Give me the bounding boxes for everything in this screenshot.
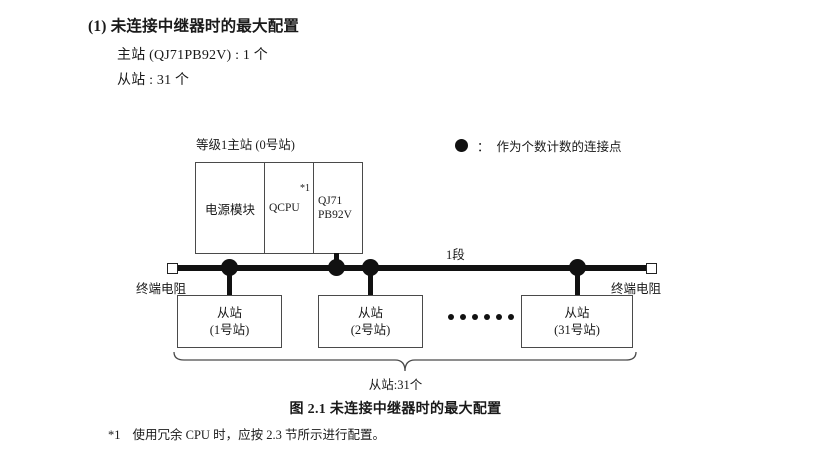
connection-dot-slave2 — [362, 259, 379, 276]
ellipsis-dot — [484, 314, 490, 320]
qcpu-footnote-marker: *1 — [300, 183, 310, 194]
drop-line-slave2 — [368, 268, 373, 295]
slave-group-brace-icon — [173, 351, 637, 372]
section-title: 未连接中继器时的最大配置 — [110, 18, 300, 35]
footnote: *1 使用冗余 CPU 时，应按 2.3 节所示进行配置。 — [108, 424, 385, 443]
ellipsis-dots — [448, 314, 514, 320]
ellipsis-dot — [448, 314, 454, 320]
drop-line-slave1 — [227, 268, 232, 295]
slave-31-line2: (31号站) — [554, 322, 600, 337]
slave-1-line1: 从站 — [216, 306, 242, 320]
spec-master-count: 主站 (QJ71PB92V) : 1 个 — [117, 48, 269, 63]
rack-cell-qj71pb92v: QJ71 PB92V — [314, 163, 362, 253]
footnote-text: 使用冗余 CPU 时，应按 2.3 节所示进行配置。 — [132, 428, 385, 442]
qj71pb92v-label: QJ71 PB92V — [318, 194, 352, 223]
connection-dot-master — [328, 259, 345, 276]
connection-dot-slave31 — [569, 259, 586, 276]
slave-2-line2: (2号站) — [350, 322, 391, 337]
slave-1-line2: (1号站) — [209, 322, 250, 337]
ellipsis-dot — [496, 314, 502, 320]
qcpu-label: QCPU — [269, 202, 300, 214]
slave-station-31: 从站 (31号站) — [521, 295, 633, 348]
terminator-right-label: 终端电阻 — [611, 282, 662, 296]
legend: ： 作为个数计数的连接点 — [455, 136, 622, 155]
terminator-left-label: 终端电阻 — [136, 282, 187, 296]
slave-group-label: 从站:31个 — [368, 378, 423, 392]
master-rack: 电源模块 QCPU *1 QJ71 PB92V — [195, 162, 363, 254]
segment-label: 1段 — [446, 248, 465, 262]
section-number: (1) — [88, 18, 107, 35]
filled-circle-icon — [455, 139, 468, 152]
network-bus-line — [175, 265, 651, 271]
master-rack-title: 等级1主站 (0号站) — [196, 138, 295, 152]
ellipsis-dot — [508, 314, 514, 320]
ellipsis-dot — [472, 314, 478, 320]
qj71pb92v-line1: QJ71 — [318, 194, 343, 207]
figure-caption: 图 2.1 未连接中继器时的最大配置 — [289, 402, 502, 417]
power-module-label: 电源模块 — [204, 202, 255, 217]
terminator-left-icon — [167, 263, 178, 274]
legend-label: 作为个数计数的连接点 — [496, 140, 622, 154]
ellipsis-dot — [460, 314, 466, 320]
legend-colon: ： — [477, 140, 490, 154]
slave-station-1: 从站 (1号站) — [177, 295, 282, 348]
slave-station-2: 从站 (2号站) — [318, 295, 423, 348]
slave-2-line1: 从站 — [357, 306, 383, 320]
footnote-marker: *1 — [108, 428, 121, 442]
page-title: (1)未连接中继器时的最大配置 — [88, 14, 299, 36]
rack-cell-power-module: 电源模块 — [196, 163, 264, 253]
slave-31-line1: 从站 — [564, 306, 590, 320]
spec-slave-count: 从站 : 31 个 — [117, 73, 190, 88]
terminator-right-icon — [646, 263, 657, 274]
rack-cell-qcpu: QCPU *1 — [264, 163, 314, 253]
connection-dot-slave1 — [221, 259, 238, 276]
qj71pb92v-line2: PB92V — [318, 209, 352, 221]
drop-line-slave31 — [575, 268, 580, 295]
